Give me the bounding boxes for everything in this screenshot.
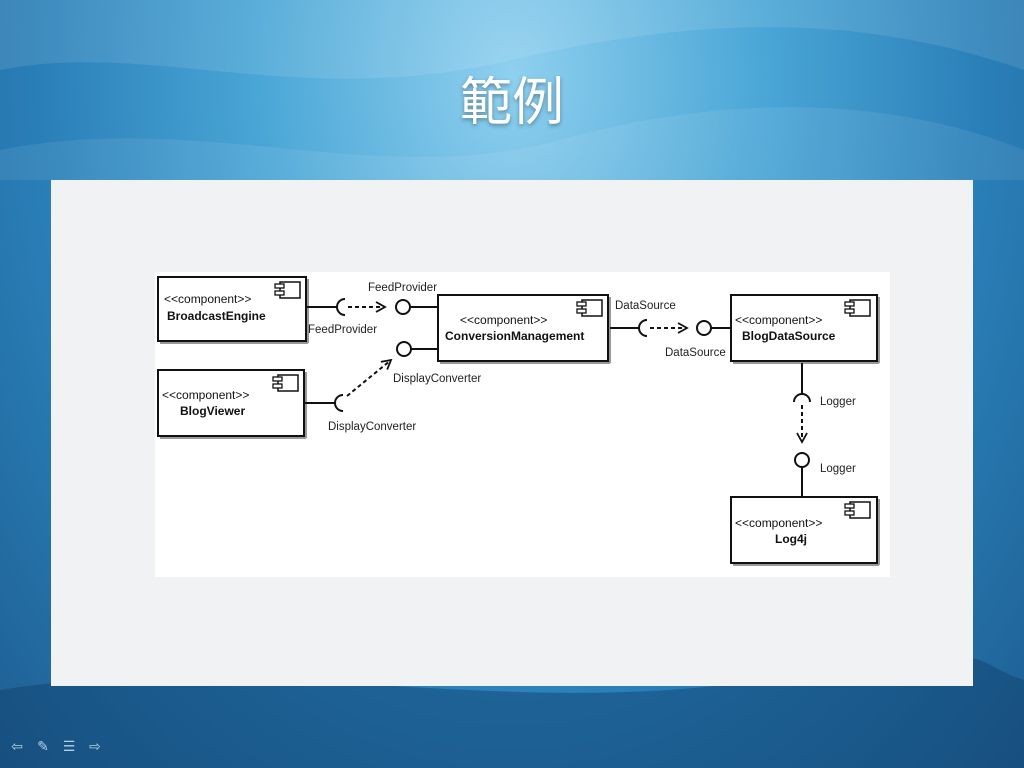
component-name: BlogDataSource	[742, 329, 836, 343]
component-name: BlogViewer	[180, 404, 245, 418]
connector-logger	[793, 363, 811, 497]
component-name: Log4j	[775, 532, 807, 546]
component-diagram: <<component>> BroadcastEngine <<componen…	[155, 272, 890, 577]
component-name: BroadcastEngine	[167, 309, 266, 323]
interface-label: DisplayConverter	[393, 373, 481, 385]
component-icon	[576, 299, 603, 317]
component-log4j: <<component>> Log4j	[730, 496, 880, 566]
component-icon	[274, 281, 301, 299]
slide-title: 範例	[459, 73, 564, 133]
component-name: ConversionManagement	[445, 329, 584, 343]
stereotype-label: <<component>>	[735, 313, 822, 327]
interface-label: DataSource	[665, 347, 726, 359]
interface-label: Logger	[820, 463, 856, 475]
component-blog-data-source: <<component>> BlogDataSource	[730, 294, 880, 364]
slide-navigation: ⇦ ✎ ☰ ⇨	[8, 738, 104, 758]
connector-data-source	[610, 319, 731, 337]
interface-label: Logger	[820, 396, 856, 408]
component-icon	[844, 501, 871, 519]
interface-label: FeedProvider	[368, 282, 437, 294]
component-broadcast-engine: <<component>> BroadcastEngine	[157, 276, 309, 344]
connector-display-converter	[304, 341, 438, 412]
stereotype-label: <<component>>	[735, 516, 822, 530]
interface-label: DataSource	[615, 300, 676, 312]
interface-label: FeedProvider	[308, 324, 377, 336]
component-icon	[272, 374, 299, 392]
stereotype-label: <<component>>	[460, 313, 547, 327]
component-conversion-management: <<component>> ConversionManagement	[437, 294, 611, 364]
component-icon	[844, 299, 871, 317]
interface-label: DisplayConverter	[328, 421, 416, 433]
stereotype-label: <<component>>	[162, 388, 249, 402]
menu-icon[interactable]: ☰	[62, 739, 76, 755]
stereotype-label: <<component>>	[164, 292, 251, 306]
arrow-right-icon[interactable]: ⇨	[89, 739, 101, 755]
arrow-left-icon[interactable]: ⇦	[11, 739, 23, 755]
connector-feed-provider	[306, 298, 438, 316]
component-blog-viewer: <<component>> BlogViewer	[157, 369, 307, 439]
pen-icon[interactable]: ✎	[37, 739, 49, 755]
